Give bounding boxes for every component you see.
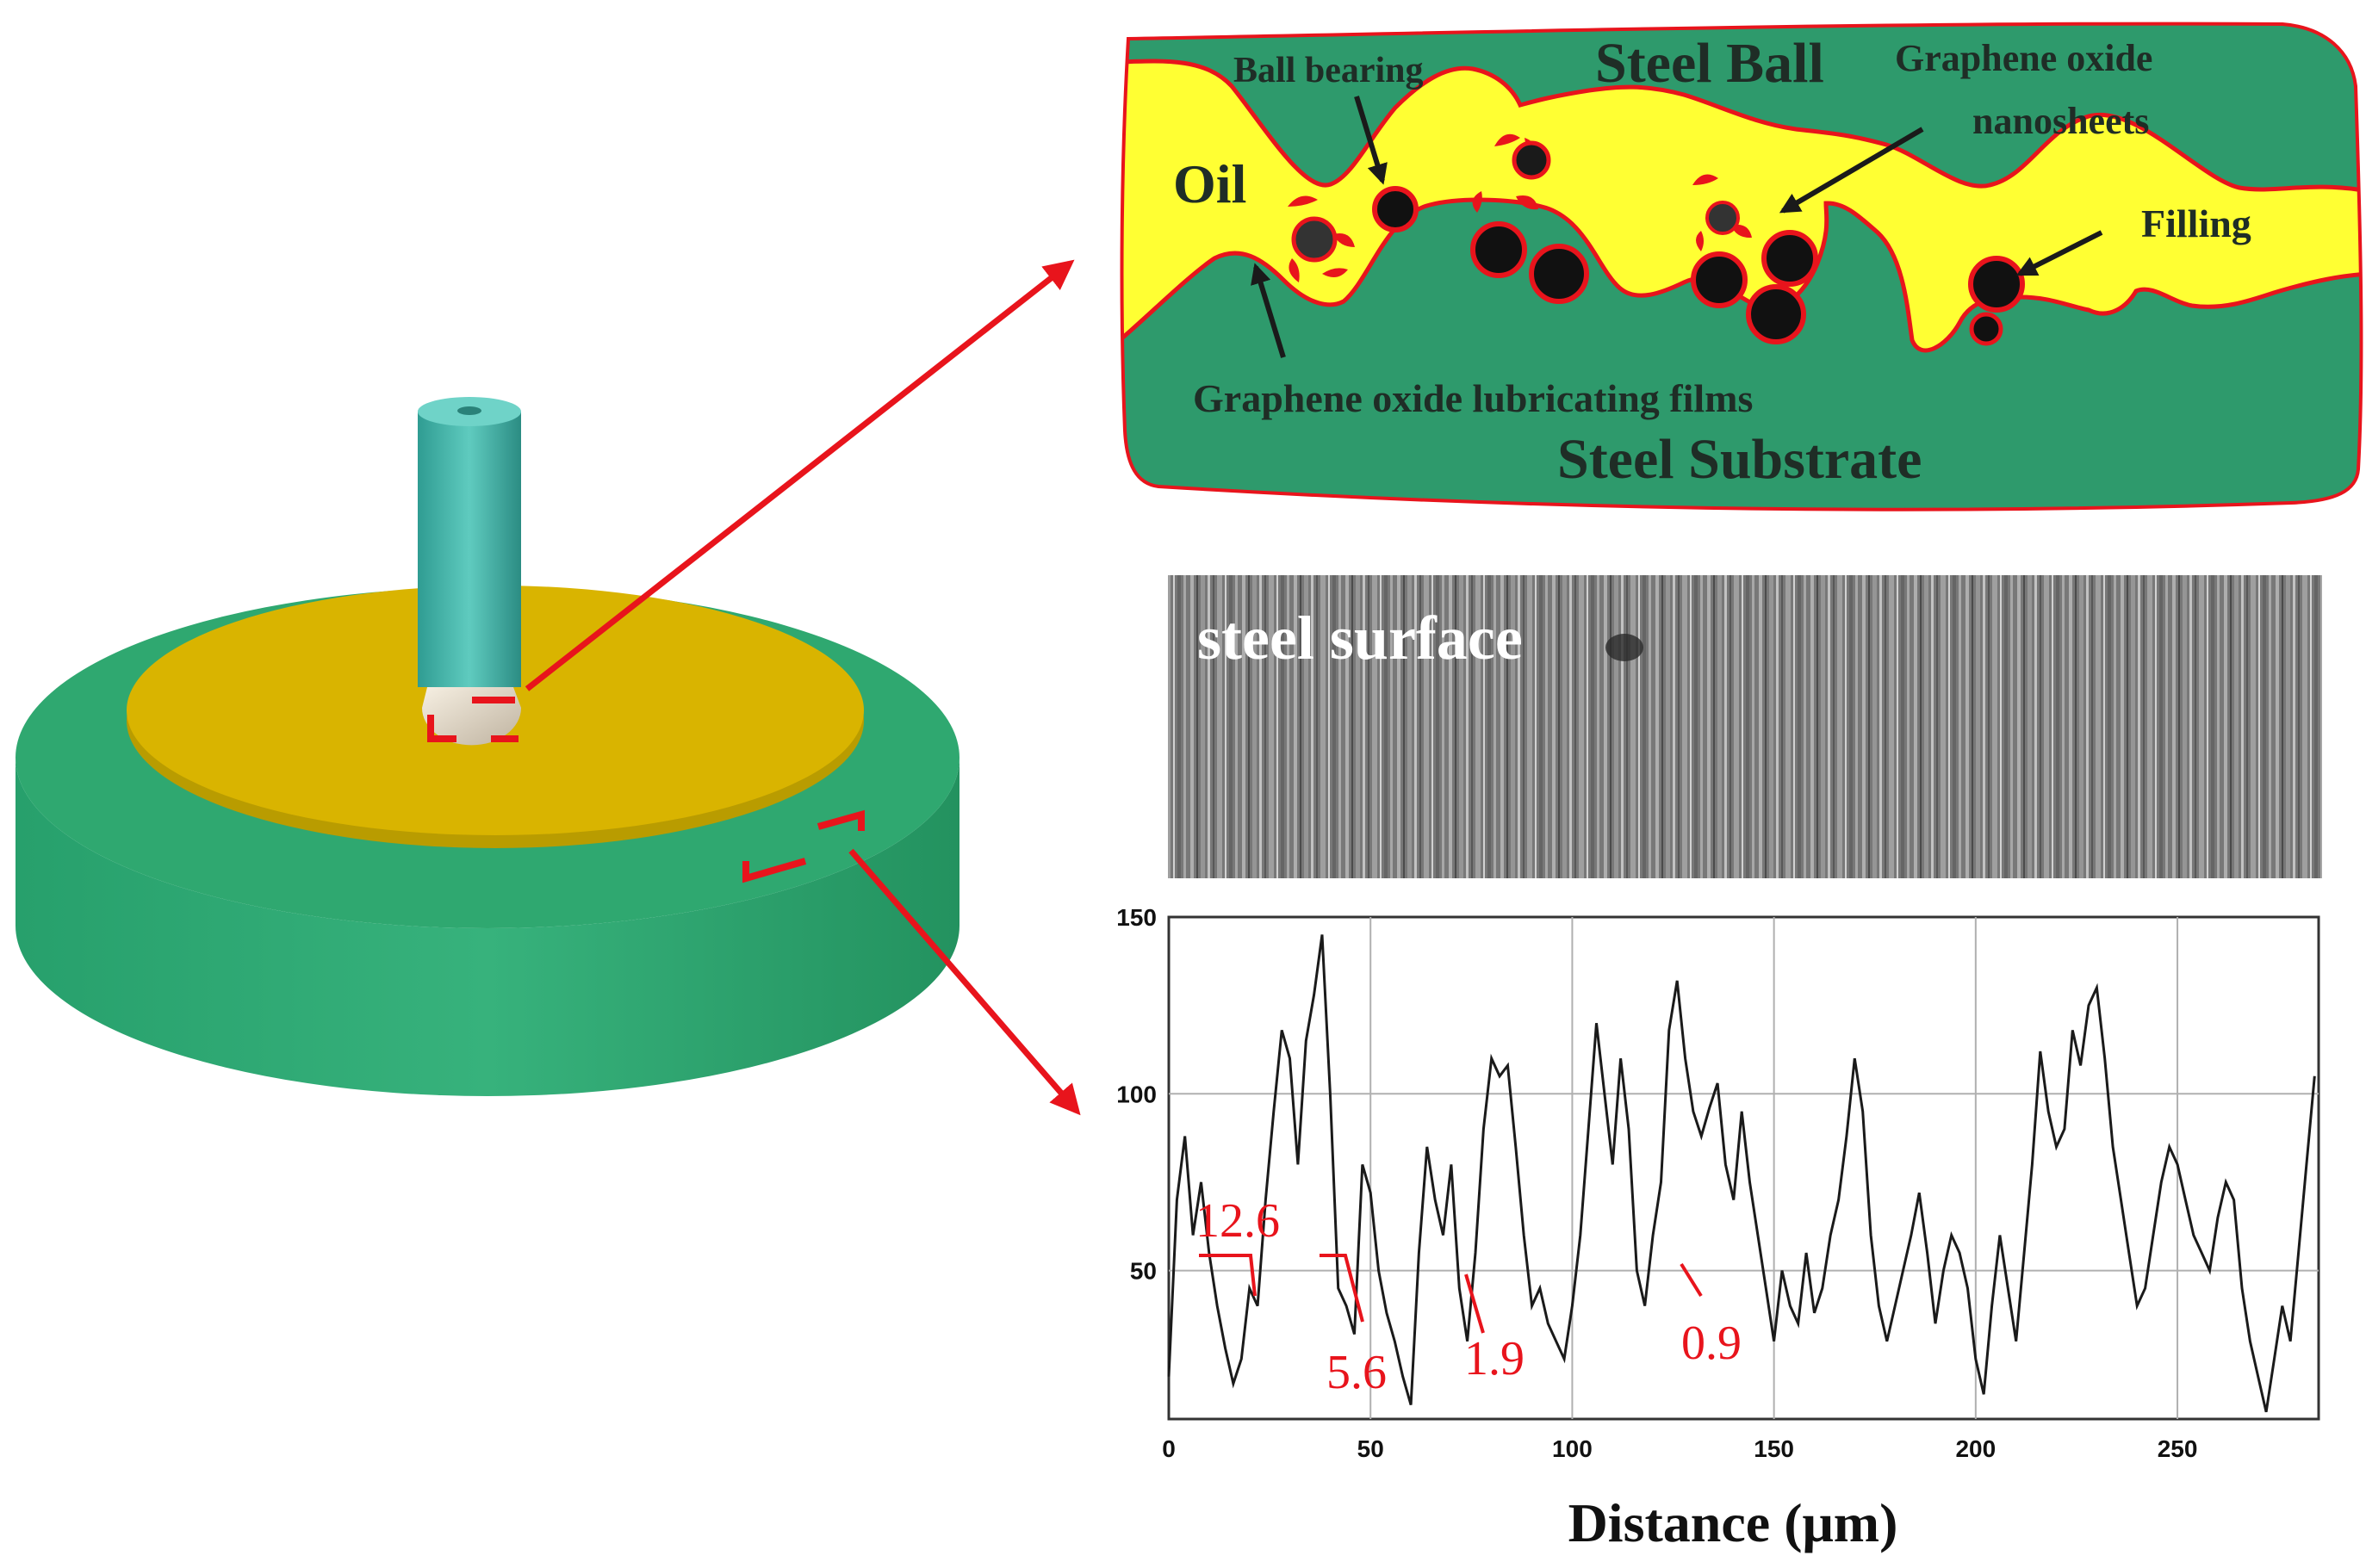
label-steel-ball: Steel Ball <box>1595 32 1824 95</box>
plot-area <box>1167 915 2320 1421</box>
label-filling: Filling <box>2141 201 2251 245</box>
ball-contact-bracket <box>427 697 519 742</box>
x-tick-label: 150 <box>1754 1435 1794 1462</box>
pin-cylinder <box>418 412 521 687</box>
label-go-nanosheets-1: Graphene oxide <box>1895 37 2152 79</box>
disc-edge-bracket <box>742 809 865 883</box>
x-tick-label: 50 <box>1357 1435 1384 1462</box>
step-mark-5-6 <box>1320 1254 1364 1323</box>
x-tick-label: 200 <box>1955 1435 1996 1462</box>
y-tick-label: 50 <box>1130 1258 1157 1285</box>
label-go-nanosheets-2: nanosheets <box>1972 100 2149 142</box>
y-tick-labels: 50 100 150 <box>1116 904 1157 1285</box>
annotation-1-9: 1.9 <box>1464 1332 1525 1385</box>
step-mark-1-9 <box>1464 1274 1485 1334</box>
label-ball-bearing: Ball bearing <box>1233 51 1424 90</box>
pointer-films <box>1251 263 1286 358</box>
lubrication-schematic: Ball bearing Steel Ball Graphene oxide n… <box>1120 22 2363 511</box>
pointer-nanosheets <box>1779 127 1924 214</box>
annotation-0-9: 0.9 <box>1681 1317 1742 1370</box>
label-go-films: Graphene oxide lubricating films <box>1193 376 1753 420</box>
pin-on-disc-apparatus <box>16 397 959 1096</box>
schematic-outline <box>1120 22 2363 511</box>
pin-hole <box>457 406 481 415</box>
disc-side <box>16 758 959 1096</box>
step-mark-12-6 <box>1199 1254 1257 1297</box>
step-mark-0-9 <box>1680 1262 1703 1298</box>
x-axis-title: Distance (μm) <box>1568 1492 1898 1553</box>
x-tick-label: 250 <box>2158 1435 2198 1462</box>
steel-ball-surface <box>1121 23 2362 194</box>
annotation-5-6: 5.6 <box>1326 1346 1387 1399</box>
arrow-to-profile <box>848 848 1081 1116</box>
y-tick-label: 150 <box>1116 904 1157 931</box>
y-tick-label: 100 <box>1116 1081 1157 1107</box>
x-tick-label: 0 <box>1162 1435 1176 1462</box>
surface-profile-chart: 50 100 150 0 50 100 150 200 250 12.6 5.6 1.9 0.… <box>1116 904 2320 1553</box>
pointer-ball-bearing <box>1354 96 1388 185</box>
profile-series-line <box>1167 934 2316 1413</box>
arrow-to-schematic <box>525 259 1075 691</box>
annotation-12-6: 12.6 <box>1195 1194 1280 1248</box>
x-tick-label: 100 <box>1552 1435 1593 1462</box>
steel-surface-micrograph: steel surface <box>1168 575 2322 878</box>
go-coated-particles <box>1291 140 2025 346</box>
pointer-filling <box>2015 230 2103 276</box>
micrograph-label: steel surface <box>1197 604 1523 672</box>
grid-lines <box>1169 917 2319 1419</box>
label-oil: Oil <box>1173 153 1246 214</box>
label-steel-substrate: Steel Substrate <box>1557 428 1922 491</box>
x-tick-labels: 0 50 100 150 200 250 <box>1162 1435 2197 1462</box>
